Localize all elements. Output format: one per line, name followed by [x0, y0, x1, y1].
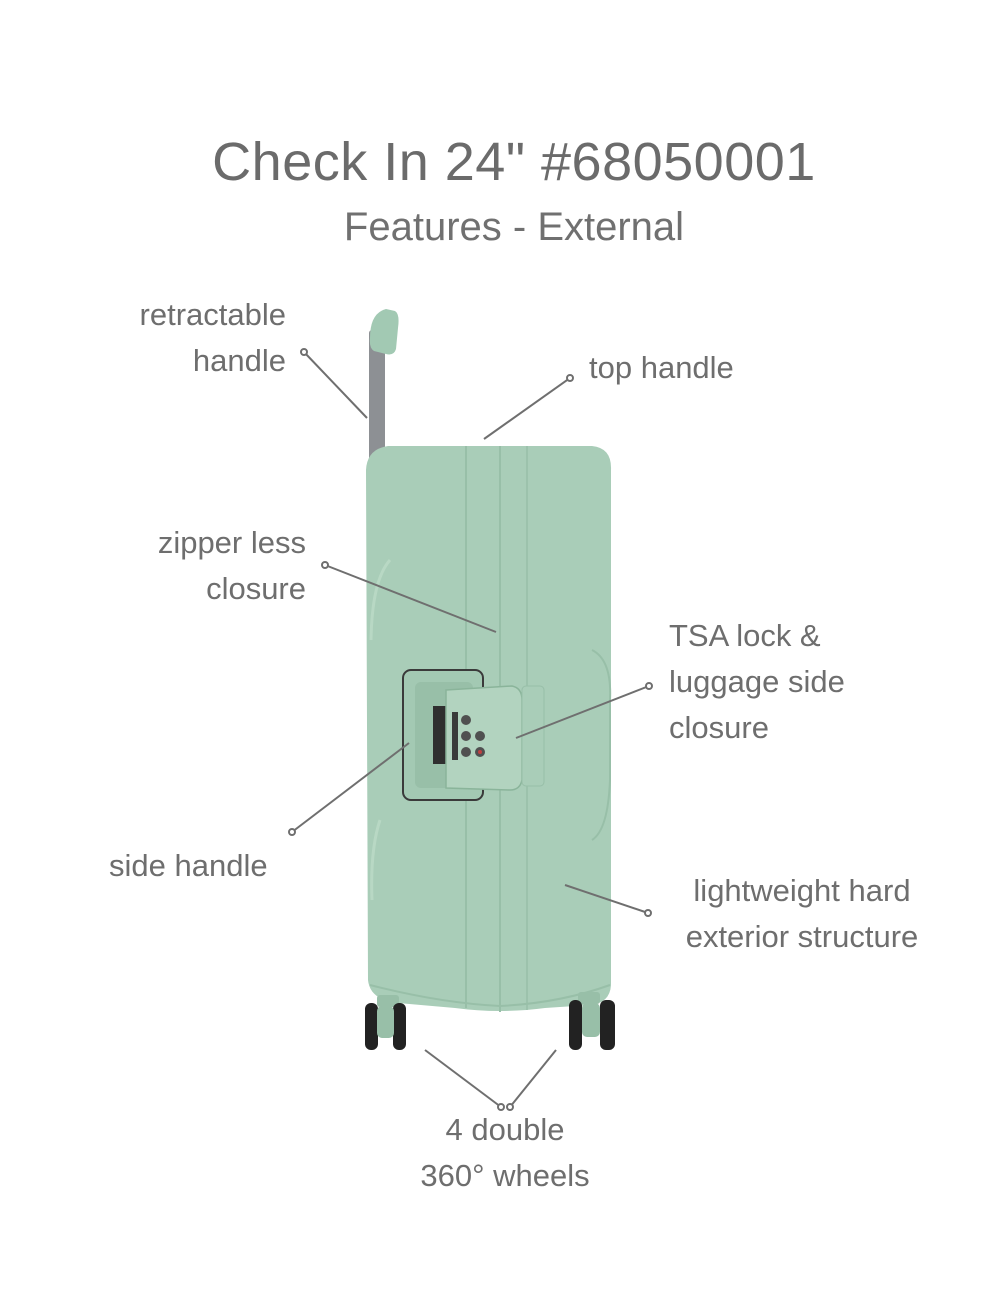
label-zipper-less-closure: zipper less closure — [157, 525, 306, 606]
tsa-lock-graphic — [445, 685, 545, 791]
label-tsa-lock: TSA lock & luggage side closure — [669, 618, 845, 745]
retractable-handle-graphic — [369, 309, 399, 465]
label-top-handle: top handle — [589, 350, 734, 385]
label-retractable-handle: retractable handle — [139, 297, 286, 378]
page-subtitle: Features - External — [343, 205, 685, 249]
wheels-graphic — [365, 992, 615, 1050]
page-title: Check In 24" #68050001 — [212, 132, 816, 192]
label-lightweight-shell: lightweight hard exterior structure — [685, 873, 919, 954]
leader-dots — [288, 348, 653, 1111]
label-wheels: 4 double 360° wheels — [420, 1112, 590, 1193]
label-side-handle: side handle — [109, 848, 268, 883]
leader-lines — [291, 351, 650, 1108]
